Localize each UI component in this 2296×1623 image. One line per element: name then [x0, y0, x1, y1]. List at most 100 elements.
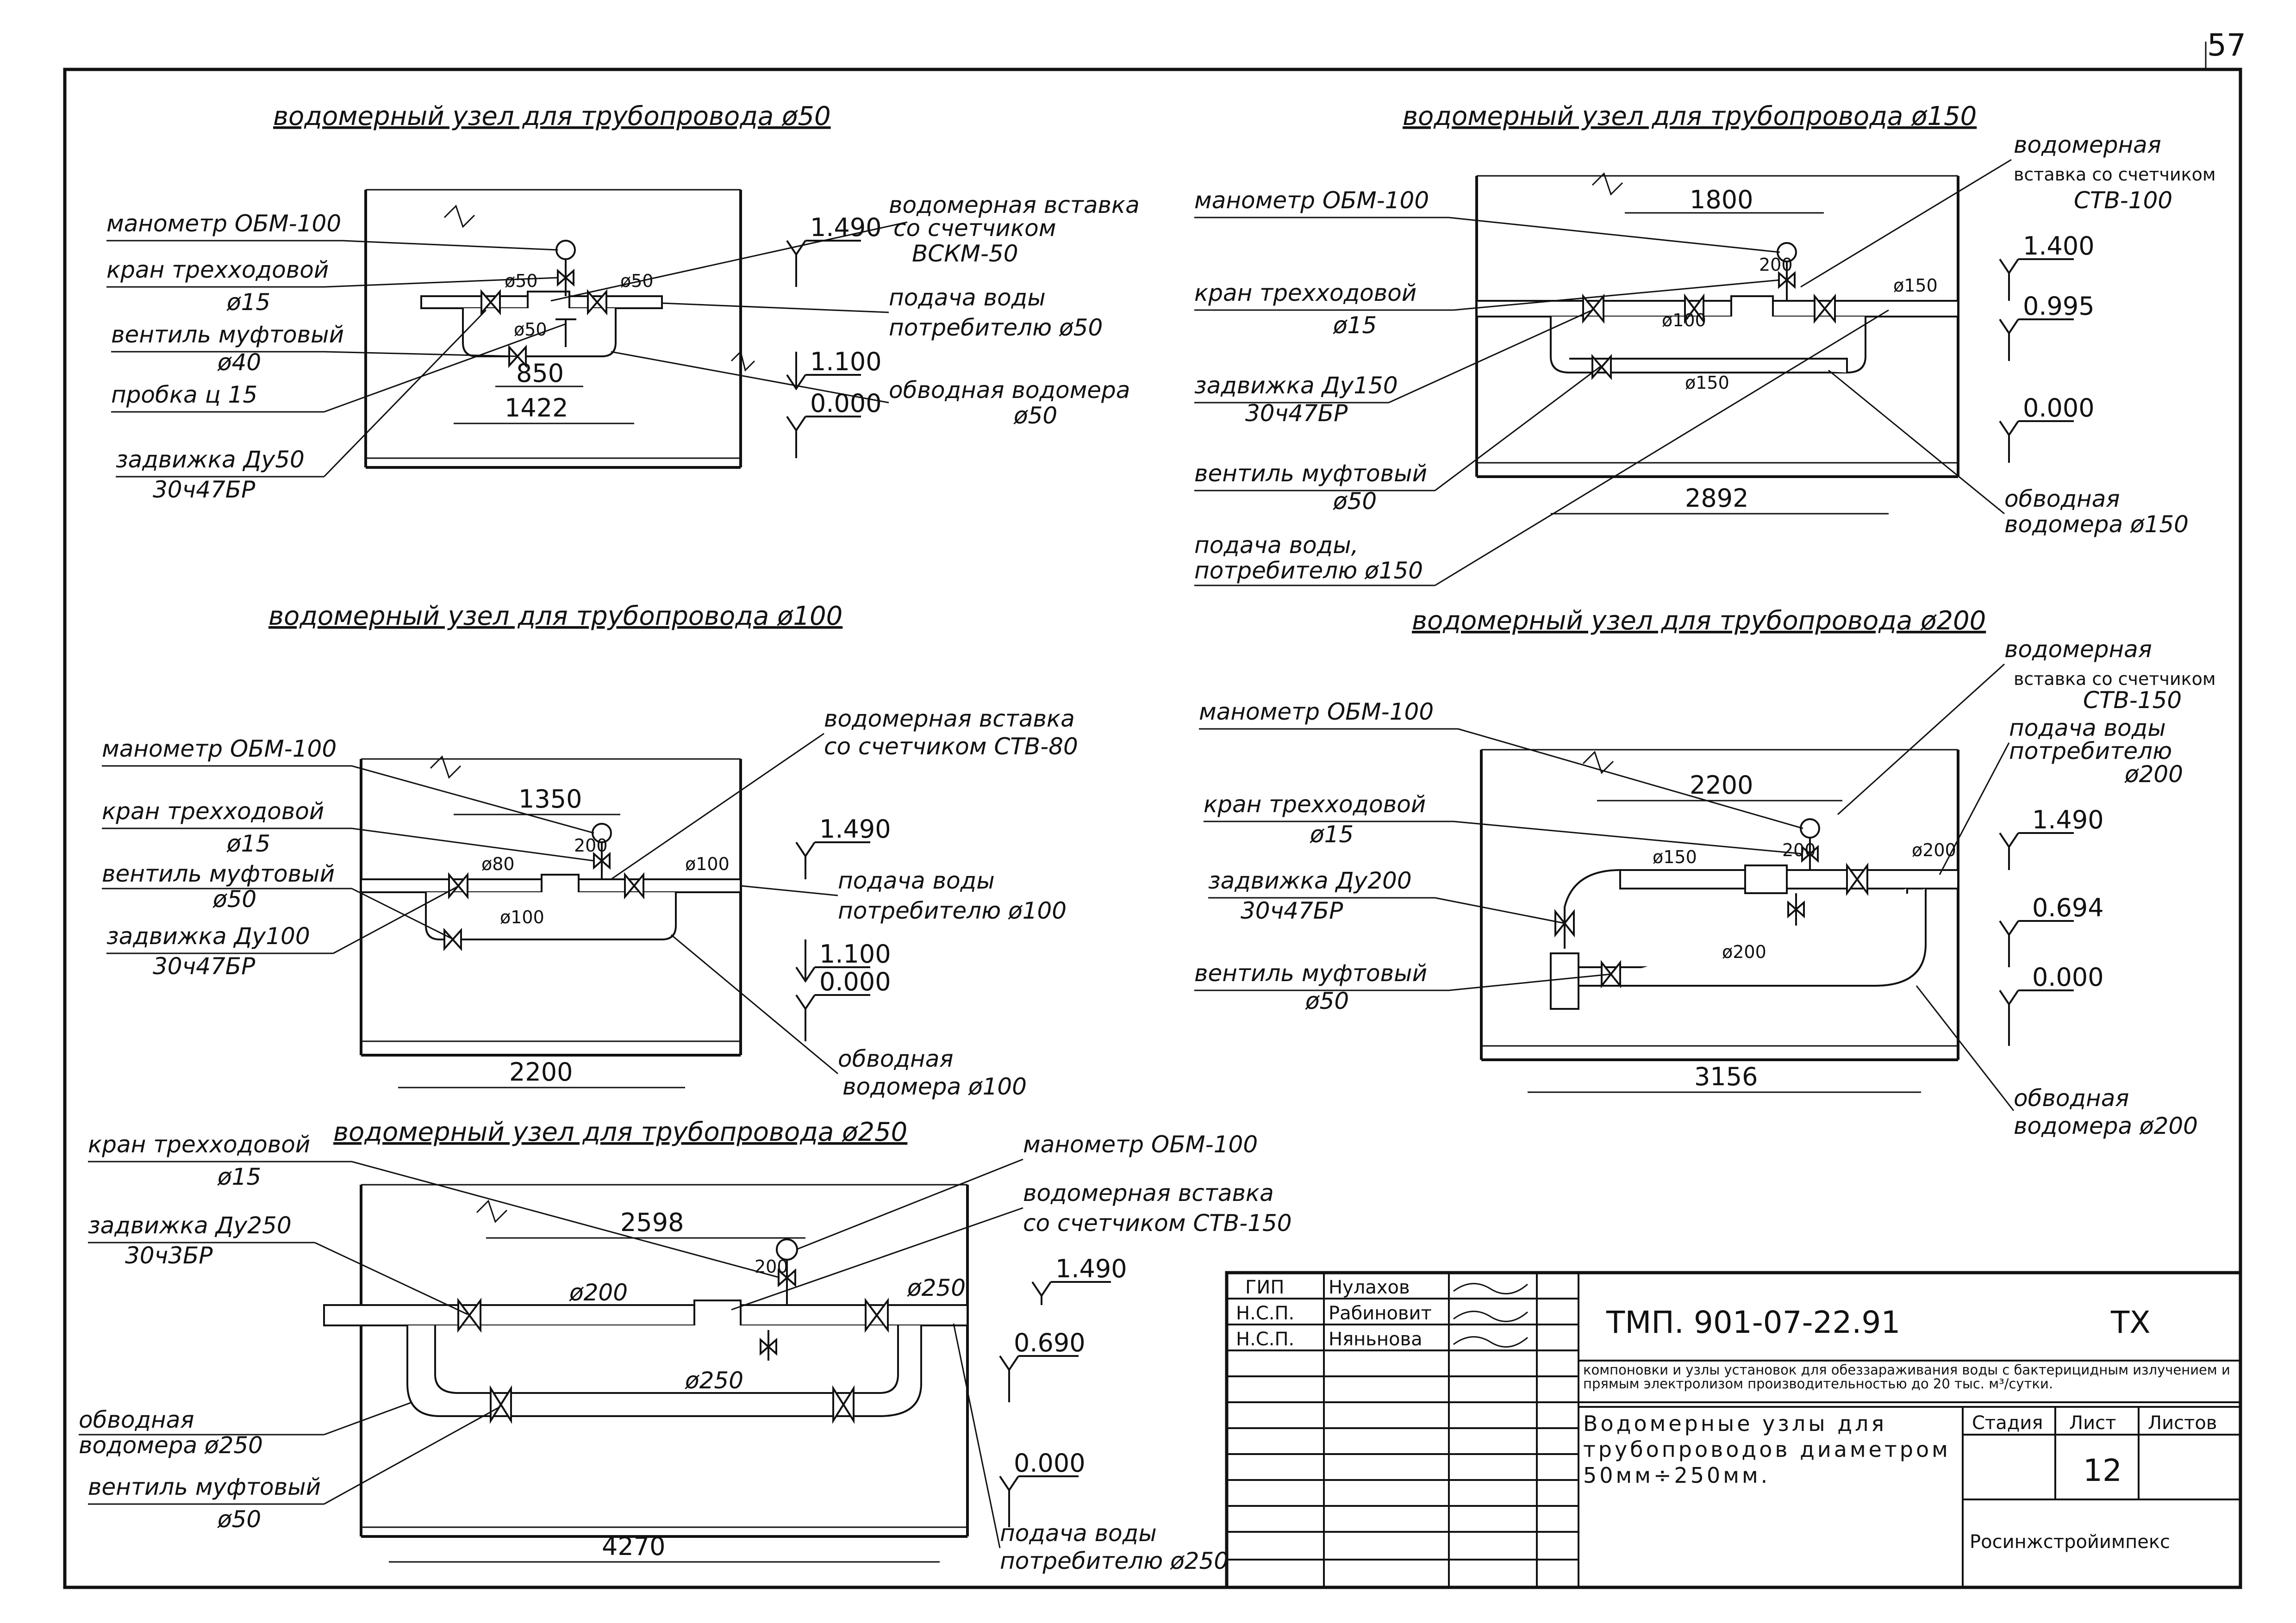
tb-role: ГИП [1245, 1277, 1284, 1298]
title-block: ГИП Н.С.П. Н.С.П. Нулахов Рабиновит Нянь… [1225, 1271, 2242, 1589]
tb-role: Н.С.П. [1236, 1303, 1294, 1324]
callout-label: потребителю ø150 [1194, 557, 1423, 584]
tb-col-sheets: Листов [2148, 1412, 2217, 1434]
tb-doc-suffix: ТХ [2110, 1305, 2151, 1340]
callout-label: потребителю ø250 [1000, 1548, 1229, 1574]
callout-label: ø15 [226, 830, 270, 857]
callout-label: вентиль муфтовый [1194, 460, 1427, 487]
callout-label: манометр ОБМ-100 [102, 735, 337, 762]
pipe-label: ø250 [907, 1275, 966, 1301]
pipe-label: ø200 [569, 1279, 628, 1306]
elevation: 1.490 [2032, 805, 2104, 834]
tb-name: Няньнова [1329, 1329, 1423, 1350]
dimension: 2892 [1685, 484, 1748, 513]
sheet-corner-number: 57 [2207, 27, 2246, 63]
callout-label: со счетчиком СТВ-150 [1023, 1210, 1292, 1237]
callout-label: пробка ц 15 [111, 381, 257, 408]
callout-label: задвижка Ду250 [88, 1212, 292, 1239]
callout-label: ø15 [1333, 312, 1377, 339]
assembly-title: водомерный узел для трубопровода ø100 [268, 601, 842, 631]
elevation: 0.694 [2032, 893, 2104, 922]
elevation: 0.000 [810, 389, 882, 418]
elevation: 1.400 [2023, 231, 2095, 261]
assembly-title: водомерный узел для трубопровода ø200 [1412, 606, 1986, 636]
pipe-label: ø80 [481, 854, 515, 874]
callout-label: вставка со счетчиком [2014, 164, 2216, 185]
callout-label: со счетчиком [893, 215, 1056, 242]
pipe-label: 200 [1759, 255, 1793, 275]
callout-label: подача воды [2009, 715, 2166, 741]
elevation: 1.490 [810, 213, 882, 242]
callout-label: водомера ø150 [2004, 511, 2189, 538]
pipe-label: 200 [574, 835, 608, 856]
callout-label: вентиль муфтовый [111, 321, 344, 348]
elevation: 1.490 [819, 815, 891, 844]
callout-label: обводная водомера [889, 377, 1130, 404]
callout-label: подача воды [838, 867, 995, 894]
assembly-d50: водомерный узел для трубопровода ø50 ø50… [106, 101, 1140, 503]
pipe-label: ø150 [1685, 373, 1729, 393]
callout-label: кран трехходовой [88, 1131, 310, 1158]
callout-label: водомера ø200 [2014, 1113, 2198, 1139]
callout-label: водомерная [2014, 131, 2161, 158]
callout-label: вентиль муфтовый [88, 1474, 321, 1500]
elevation: 0.000 [2023, 393, 2095, 423]
pipe-label: ø100 [685, 854, 730, 874]
callout-label: 30ч47БР [1245, 400, 1348, 427]
callout-label: подача воды, [1194, 532, 1359, 559]
pipe-label: ø100 [500, 907, 544, 927]
callout-label: ø15 [226, 289, 270, 316]
callout-label: обводная [2014, 1085, 2129, 1112]
sheet-frame [63, 68, 2242, 1589]
callout-label: задвижка Ду50 [116, 446, 305, 473]
callout-label: задвижка Ду200 [1208, 867, 1412, 894]
callout-label: 30ч47БР [1241, 897, 1343, 924]
callout-label: подача воды [889, 284, 1046, 311]
tb-sheet-number: 12 [2083, 1453, 2122, 1488]
dimension: 1350 [518, 784, 582, 814]
callout-label: ø50 [1013, 402, 1057, 429]
dimension: 4270 [602, 1532, 665, 1561]
tb-sheet-title: Водомерные узлы для трубопроводов диамет… [1583, 1411, 1951, 1488]
callout-label: СТВ-100 [2074, 187, 2172, 214]
callout-label: ø50 [217, 1506, 261, 1533]
pipe-label: ø250 [685, 1367, 743, 1394]
assembly-d200: водомерный узел для трубопровода ø200 20… [1194, 606, 2216, 1139]
tb-description: компоновки и узлы установок для обеззара… [1583, 1363, 2230, 1392]
callout-label: манометр ОБМ-100 [1023, 1131, 1258, 1158]
dimension: 1422 [505, 393, 568, 423]
callout-label: со счетчиком СТВ-80 [824, 733, 1078, 760]
callout-label: манометр ОБМ-100 [1199, 698, 1434, 725]
callout-label: манометр ОБМ-100 [1194, 187, 1429, 214]
callout-label: ø15 [217, 1163, 261, 1190]
callout-label: водомера ø100 [842, 1073, 1027, 1100]
callout-label: кран трехходовой [1204, 791, 1426, 818]
dimension: 1800 [1690, 185, 1753, 214]
pipe-label: 200 [755, 1256, 788, 1277]
callout-label: кран трехходовой [1194, 280, 1416, 306]
elevation: 0.995 [2023, 292, 2095, 321]
tb-organization: Росинжстройимпекс [1970, 1531, 2170, 1553]
callout-label: потребителю ø100 [838, 897, 1067, 924]
callout-label: обводная [79, 1406, 194, 1433]
callout-label: вентиль муфтовый [102, 860, 335, 887]
callout-label: вставка со счетчиком [2014, 669, 2216, 689]
assembly-d100: водомерный узел для трубопровода ø100 20… [102, 601, 1078, 1100]
assembly-d150: водомерный узел для трубопровода ø150 20… [1194, 101, 2216, 586]
tb-col-stage: Стадия [1972, 1412, 2043, 1434]
callout-label: потребителю [2009, 738, 2172, 765]
tb-col-sheet: Лист [2069, 1412, 2116, 1434]
pipe-label: 200 [1782, 840, 1816, 860]
tb-name: Нулахов [1329, 1277, 1410, 1298]
tb-doc-code: ТМП. 901-07-22.91 [1606, 1305, 1900, 1340]
callout-label: кран трехходовой [102, 798, 324, 825]
callout-label: 30ч3БР [125, 1242, 213, 1269]
assembly-d250: водомерный узел для трубопровода ø250 20… [79, 1117, 1292, 1574]
callout-label: водомера ø250 [79, 1432, 263, 1459]
pipe-label: ø150 [1653, 847, 1697, 867]
callout-label: подача воды [1000, 1520, 1157, 1547]
callout-label: задвижка Ду100 [106, 923, 310, 950]
dimension: 2200 [1690, 771, 1753, 800]
assembly-title: водомерный узел для трубопровода ø50 [273, 101, 831, 131]
